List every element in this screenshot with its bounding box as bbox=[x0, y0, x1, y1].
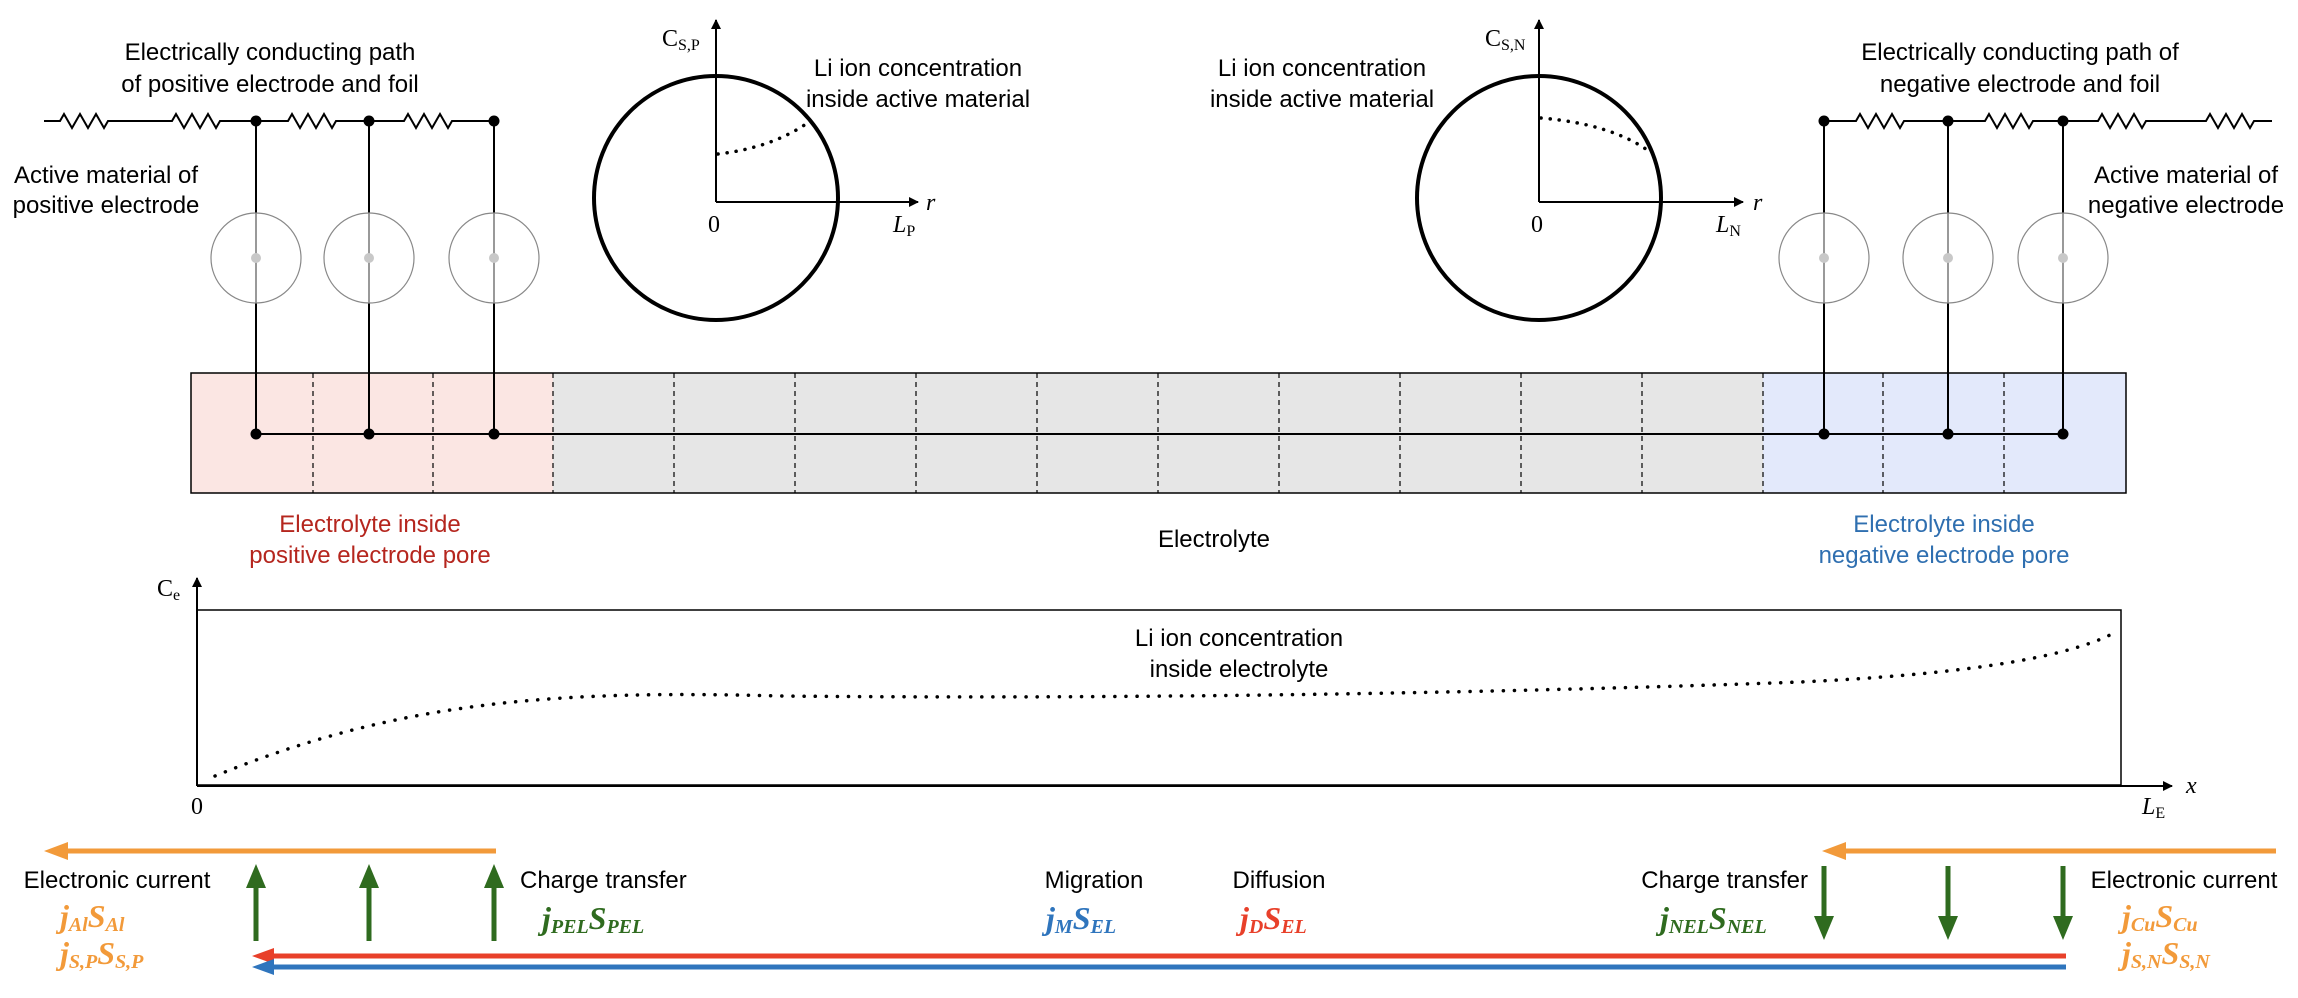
lp-label: LP bbox=[892, 212, 915, 240]
eq-jnel-snel: jNELSNEL bbox=[1655, 900, 1767, 938]
negative-solid-concentration-curve bbox=[1539, 116, 1652, 154]
cell-dividers bbox=[312, 373, 2005, 493]
electronic-current-arrow-right bbox=[1822, 842, 2276, 860]
li-active-pos-label-1: Li ion concentration bbox=[814, 55, 1022, 82]
negative-nodes bbox=[1818, 115, 2069, 440]
charge-transfer-label-right: Charge transfer bbox=[1641, 867, 1808, 894]
pos-active-label-2: positive electrode bbox=[13, 192, 200, 219]
csp-axis-label: CS,P bbox=[662, 26, 700, 54]
neg-active-label-2: negative electrode bbox=[2088, 192, 2284, 219]
eq-jcu-scu: jCuSCu bbox=[2117, 898, 2198, 936]
pos-path-label-2: of positive electrode and foil bbox=[121, 71, 419, 98]
neg-active-label-1: Active material of bbox=[2094, 162, 2278, 189]
electronic-current-arrow-left bbox=[44, 842, 496, 860]
li-electrolyte-label-1: Li ion concentration bbox=[1135, 625, 1343, 652]
ce-axis-label: Ce bbox=[157, 576, 180, 604]
negative-foil-resistor-chain bbox=[1824, 111, 2272, 131]
electronic-current-label-right: Electronic current bbox=[2091, 867, 2278, 894]
charge-transfer-arrows-negative bbox=[1814, 866, 2073, 940]
positive-foil-resistor-chain bbox=[44, 111, 494, 131]
pos-pore-label-1: Electrolyte inside bbox=[279, 511, 460, 538]
eq-jal-sal: jAlSAl bbox=[55, 898, 125, 936]
li-active-neg-label-2: inside active material bbox=[1210, 86, 1434, 113]
li-active-neg-label-1: Li ion concentration bbox=[1218, 55, 1426, 82]
diffusion-arrow bbox=[252, 948, 2066, 964]
x-axis-label: x bbox=[2185, 773, 2197, 799]
diagram-labels: Electrically conducting path of positive… bbox=[13, 39, 2284, 683]
li-electrolyte-label-2: inside electrolyte bbox=[1150, 656, 1329, 683]
positive-particle-plot: CS,P r 0 LP bbox=[592, 19, 936, 322]
zero-label-electrolyte: 0 bbox=[191, 794, 203, 820]
migration-arrow bbox=[252, 959, 2066, 975]
positive-solid-concentration-curve bbox=[716, 122, 808, 156]
migration-label: Migration bbox=[1045, 867, 1144, 894]
neg-path-label-1: Electrically conducting path of bbox=[1861, 39, 2179, 66]
electrolyte-concentration-plot: Ce x 0 LE bbox=[157, 576, 2197, 822]
r-axis-label-negative: r bbox=[1753, 190, 1763, 216]
eq-jm-sel: jMSEL bbox=[1041, 900, 1116, 938]
neg-pore-label-1: Electrolyte inside bbox=[1853, 511, 2034, 538]
le-label: LE bbox=[2141, 794, 2165, 822]
eq-jpel-spel: jPELSPEL bbox=[537, 900, 644, 938]
positive-nodes bbox=[250, 115, 500, 440]
eq-jsn-ssn: jS,NSS,N bbox=[2117, 935, 2211, 973]
neg-pore-label-2: negative electrode pore bbox=[1819, 542, 2070, 569]
cell-strip bbox=[190, 372, 2127, 494]
electrolyte-concentration-curve bbox=[213, 632, 2114, 778]
diffusion-label: Diffusion bbox=[1233, 867, 1326, 894]
eq-jsp-ssp: jS,PSS,P bbox=[55, 935, 144, 973]
csn-axis-label: CS,N bbox=[1485, 26, 1526, 54]
zero-label-negative: 0 bbox=[1531, 212, 1543, 238]
ln-label: LN bbox=[1715, 212, 1741, 240]
pos-pore-label-2: positive electrode pore bbox=[249, 542, 490, 569]
current-arrows bbox=[44, 842, 2276, 975]
r-axis-label-positive: r bbox=[926, 190, 936, 216]
positive-particles bbox=[210, 212, 540, 304]
neg-path-label-2: negative electrode and foil bbox=[1880, 71, 2160, 98]
zero-label-positive: 0 bbox=[708, 212, 720, 238]
eq-jd-sel: jDSEL bbox=[1235, 900, 1307, 938]
negative-particles bbox=[1778, 212, 2109, 304]
pos-active-label-1: Active material of bbox=[14, 162, 198, 189]
charge-transfer-arrows-positive bbox=[246, 864, 504, 941]
charge-transfer-label-left: Charge transfer bbox=[520, 867, 687, 894]
pos-path-label-1: Electrically conducting path bbox=[125, 39, 416, 66]
li-active-pos-label-2: inside active material bbox=[806, 86, 1030, 113]
negative-particle-plot: CS,N r 0 LN bbox=[1415, 19, 1763, 322]
electrolyte-label: Electrolyte bbox=[1158, 526, 1270, 553]
electronic-current-label-left: Electronic current bbox=[24, 867, 211, 894]
